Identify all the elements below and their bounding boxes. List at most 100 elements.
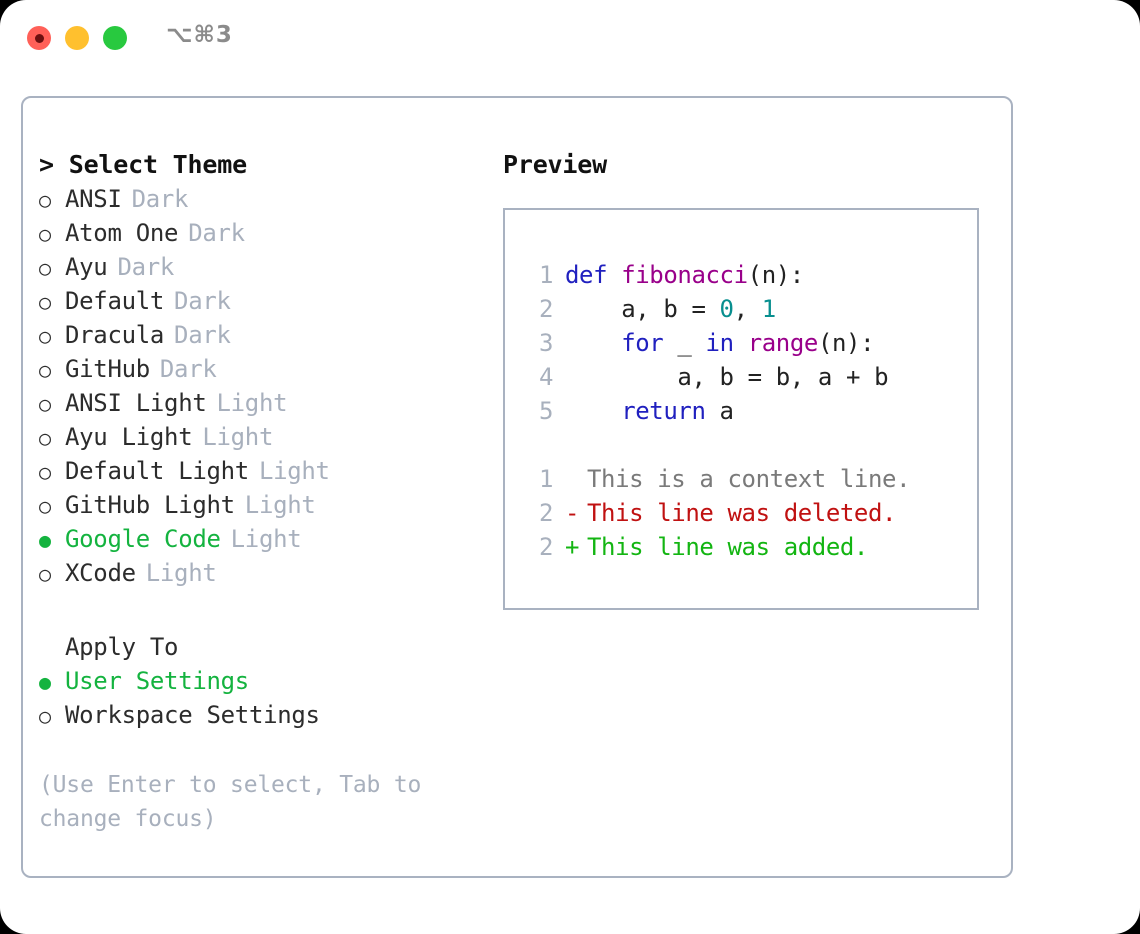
theme-variant-label: Dark xyxy=(188,219,245,247)
theme-variant-label: Dark xyxy=(174,321,231,349)
theme-variant-label: Dark xyxy=(174,287,231,315)
theme-name-label: Dracula xyxy=(65,321,165,349)
theme-list-item[interactable]: ○ ANSI Light Light xyxy=(39,386,499,420)
code-line-text: a, b = b, a + b xyxy=(565,360,888,394)
close-button-icon[interactable] xyxy=(27,26,51,50)
apply-to-item[interactable]: ●User Settings xyxy=(39,664,499,698)
code-token-pl: a, b = xyxy=(565,295,720,323)
diff-line-text: This line was added. xyxy=(587,533,868,561)
prompt-caret-icon: > xyxy=(39,150,54,179)
theme-name-label: Atom One xyxy=(65,219,179,247)
radio-unselected-icon[interactable]: ○ xyxy=(39,290,51,314)
radio-unselected-icon[interactable]: ○ xyxy=(39,256,51,280)
radio-unselected-icon[interactable]: ○ xyxy=(39,358,51,382)
theme-variant-label: Light xyxy=(202,423,274,451)
theme-variant-label: Dark xyxy=(159,355,217,383)
theme-name-label: Google Code xyxy=(65,525,221,553)
code-token-pl: , xyxy=(733,295,762,323)
maximize-button-icon[interactable] xyxy=(103,26,127,50)
minimize-button-icon[interactable] xyxy=(65,26,89,50)
diff-line-number: 2 xyxy=(538,533,553,561)
code-token-kw: for xyxy=(621,329,664,357)
radio-unselected-icon[interactable]: ○ xyxy=(39,188,51,212)
traffic-light-controls xyxy=(27,26,127,50)
diff-sign-add: + xyxy=(565,533,580,561)
code-token-pl xyxy=(734,329,748,357)
code-token-kw: def xyxy=(565,261,622,289)
code-line-text: def fibonacci(n): xyxy=(565,258,804,292)
theme-name-label: Default Light xyxy=(65,457,249,485)
theme-list-item[interactable]: ● Google Code Light xyxy=(39,522,499,556)
radio-unselected-icon[interactable]: ○ xyxy=(39,392,51,416)
radio-unselected-icon[interactable]: ○ xyxy=(39,324,51,348)
code-line-text: for _ in range(n): xyxy=(565,326,874,360)
theme-variant-label: Light xyxy=(258,457,330,485)
radio-unselected-icon[interactable]: ○ xyxy=(39,704,51,728)
code-line-number: 3 xyxy=(538,329,553,357)
theme-name-label: GitHub Light xyxy=(65,491,235,519)
code-token-num: 1 xyxy=(761,295,776,323)
theme-name-label: ANSI Light xyxy=(65,389,207,417)
code-token-kw: return xyxy=(621,397,706,425)
theme-name-label: ANSI xyxy=(65,185,122,213)
code-line-number: 4 xyxy=(538,363,553,391)
theme-list-item[interactable]: ○ Ayu Dark xyxy=(39,250,499,284)
theme-variant-label: Light xyxy=(216,389,288,417)
code-line: 4 a, b = b, a + b xyxy=(527,360,977,394)
theme-list-item[interactable]: ○ Default Dark xyxy=(39,284,499,318)
code-line-number: 1 xyxy=(538,261,553,289)
select-theme-heading: > Select Theme xyxy=(39,148,499,182)
radio-selected-icon[interactable]: ● xyxy=(39,670,51,694)
radio-unselected-icon[interactable]: ○ xyxy=(39,426,51,450)
theme-list-item[interactable]: ○ Default Light Light xyxy=(39,454,499,488)
select-theme-heading-label: Select Theme xyxy=(68,150,247,179)
code-token-num: 0 xyxy=(719,295,734,323)
diff-line-number: 1 xyxy=(538,465,553,493)
code-token-pl: a xyxy=(705,397,734,425)
apply-to-label: Workspace Settings xyxy=(65,701,320,729)
radio-selected-icon[interactable]: ● xyxy=(39,528,51,552)
diff-sample: 1 This is a context line.2-This line was… xyxy=(527,462,977,564)
code-token-kw: in xyxy=(705,329,735,357)
code-token-pl: a, b = b, a + b xyxy=(565,363,889,391)
title-bar: ⌥⌘3 xyxy=(0,0,1140,78)
theme-list-item[interactable]: ○ Dracula Dark xyxy=(39,318,499,352)
theme-name-label: Default xyxy=(65,287,165,315)
apply-to-list[interactable]: ●User Settings ○ Workspace Settings xyxy=(39,664,499,732)
theme-name-label: Ayu xyxy=(65,253,108,281)
apply-to-item[interactable]: ○ Workspace Settings xyxy=(39,698,499,732)
diff-line: 1 This is a context line. xyxy=(527,462,977,496)
code-token-pl xyxy=(565,329,621,357)
code-line-number: 2 xyxy=(538,295,553,323)
diff-spacer xyxy=(527,428,977,462)
code-token-pl: _ xyxy=(663,329,706,357)
code-line: 2 a, b = 0, 1 xyxy=(527,292,977,326)
keyboard-hint-text: (Use Enter to select, Tab to change focu… xyxy=(39,772,422,832)
radio-unselected-icon[interactable]: ○ xyxy=(39,562,51,586)
code-token-pl: (n): xyxy=(817,329,875,357)
radio-unselected-icon[interactable]: ○ xyxy=(39,222,51,246)
apply-to-heading-label: Apply To xyxy=(65,633,179,661)
theme-list-item[interactable]: ○ Atom One Dark xyxy=(39,216,499,250)
diff-line-text: This is a context line. xyxy=(587,465,911,493)
code-line-number: 5 xyxy=(538,397,553,425)
theme-variant-label: Dark xyxy=(117,253,175,281)
radio-unselected-icon[interactable]: ○ xyxy=(39,494,51,518)
theme-variant-label: Light xyxy=(230,525,302,553)
code-line: 5 return a xyxy=(527,394,977,428)
diff-line: 2-This line was deleted. xyxy=(527,496,977,530)
radio-unselected-icon[interactable]: ○ xyxy=(39,460,51,484)
theme-variant-label: Light xyxy=(145,559,217,587)
